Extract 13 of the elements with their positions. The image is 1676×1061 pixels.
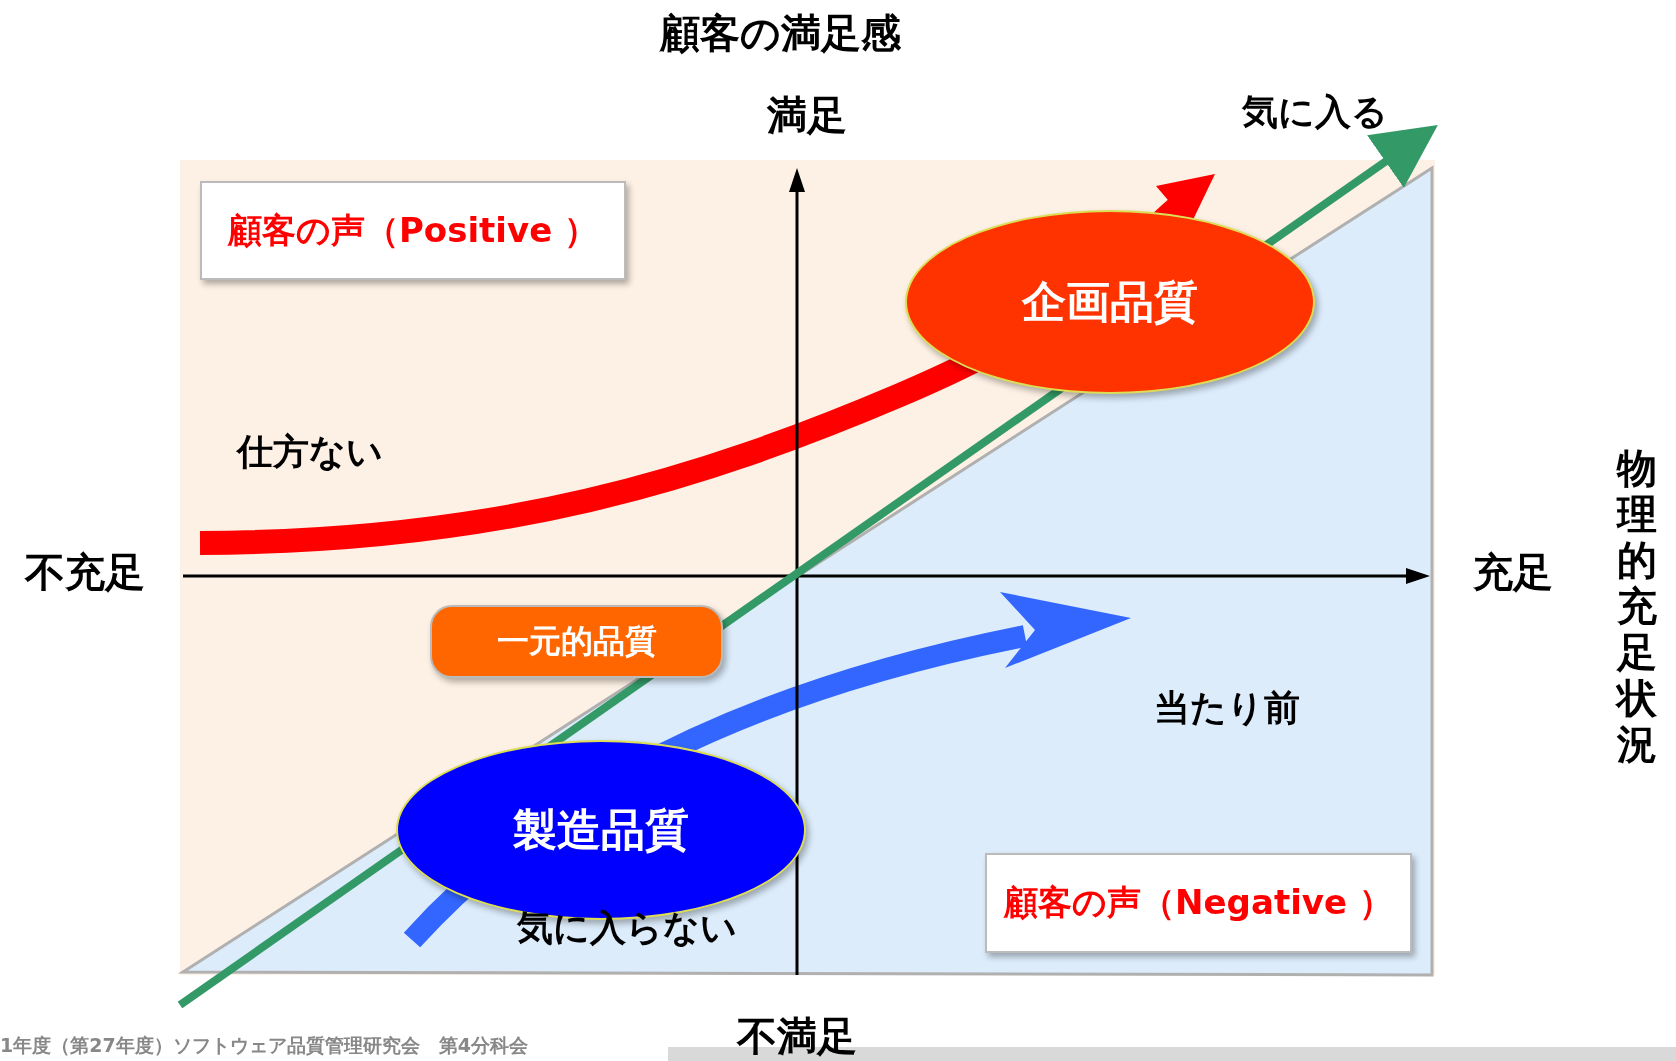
axis-label: 充足 — [1473, 547, 1553, 597]
axis-title: 顧客の満足感 — [659, 8, 901, 58]
axis-title: 物理的充足状況 — [1615, 445, 1658, 767]
voice-box: 顧客の声（Negative ） — [985, 853, 1412, 953]
axis-label: 満足 — [767, 90, 847, 140]
quality-badge: 一元的品質 — [430, 605, 723, 678]
curve-label: 気に入る — [1242, 89, 1388, 134]
voice-box: 顧客の声（Positive ） — [200, 181, 626, 280]
region-label: 当たり前 — [1154, 685, 1300, 730]
axis-label: 不充足 — [25, 547, 145, 597]
footer-text: 1年度（第27年度）ソフトウェア品質管理研究会 第4分科会 — [0, 1033, 528, 1058]
region-label: 仕方ない — [237, 429, 383, 474]
axis-label: 不満足 — [737, 1011, 857, 1061]
